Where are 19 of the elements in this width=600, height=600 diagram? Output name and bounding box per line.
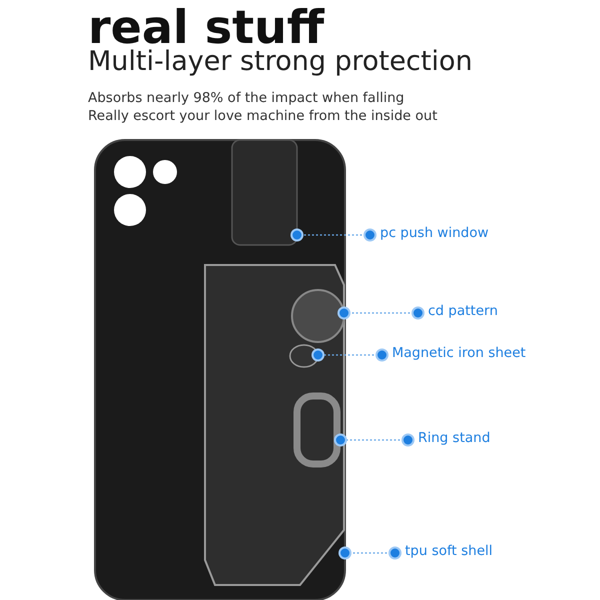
leader-line [290, 228, 376, 242]
callout-label: pc push window [380, 227, 489, 240]
leader-line [334, 434, 414, 446]
magnetic-sheet [289, 344, 319, 368]
leader-line [338, 546, 402, 560]
ring-stand [294, 392, 340, 468]
leader-line [312, 348, 388, 362]
callout-label: Magnetic iron sheet [392, 347, 526, 360]
description-text: Absorbs nearly 98% of the impact when falling [88, 92, 404, 106]
camera-slider [231, 139, 298, 246]
title-heading: real stuff [88, 4, 324, 50]
leader-line [338, 306, 424, 320]
callout-label: Ring stand [418, 432, 490, 446]
description-text: Really escort your love machine from the inside out [88, 110, 438, 124]
phone-case-shell [94, 139, 346, 600]
callout-label: tpu soft shell [405, 545, 492, 558]
ring-disc [291, 289, 345, 343]
callout-label: cd pattern [428, 305, 498, 318]
subtitle: Multi-layer strong protection [88, 48, 472, 75]
